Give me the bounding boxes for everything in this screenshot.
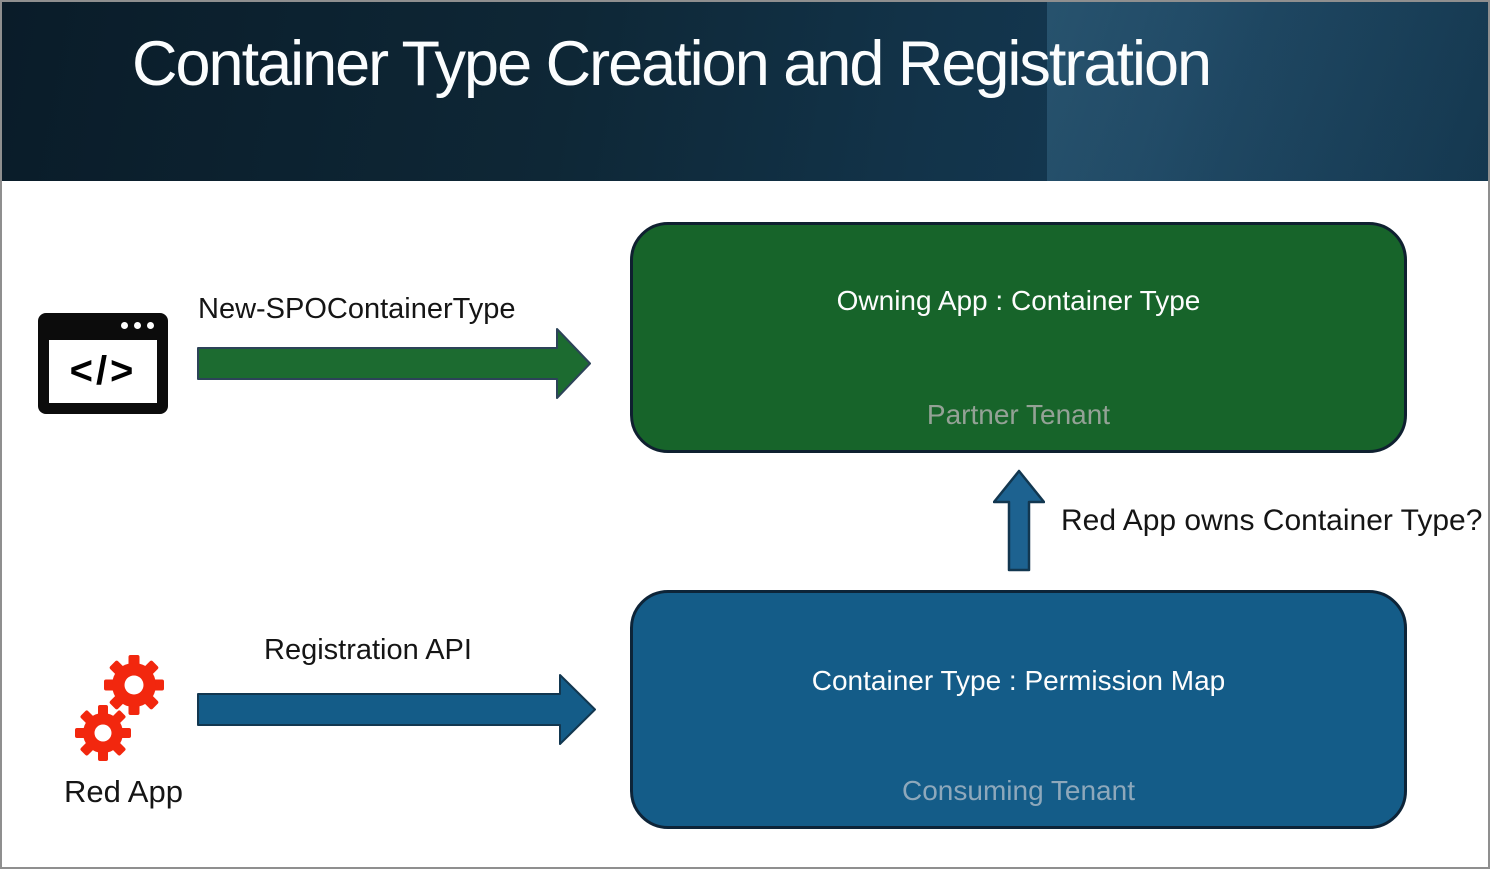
register-arrow-label: Registration API [264, 634, 472, 666]
ownership-check-arrow [993, 469, 1045, 572]
owning-box-subtitle: Partner Tenant [926, 399, 1111, 430]
red-app-label: Red App [64, 774, 183, 809]
gears-icon [75, 655, 164, 761]
code-window-icon: </> [38, 313, 168, 414]
create-arrow-label: New-SPOContainerType [198, 293, 516, 325]
create-arrow [197, 328, 591, 399]
owning-app-box: Owning App : Container Type Partner Tena… [630, 222, 1407, 453]
window-dots-icon [121, 322, 154, 329]
register-arrow [197, 674, 596, 745]
owning-box-title: Owning App : Container Type [836, 285, 1201, 316]
consuming-box-subtitle: Consuming Tenant [902, 775, 1135, 806]
consuming-tenant-box: Container Type : Permission Map Consumin… [630, 590, 1407, 829]
header-banner: Container Type Creation and Registration [2, 2, 1488, 181]
consuming-box-title: Container Type : Permission Map [811, 665, 1226, 696]
ownership-check-label: Red App owns Container Type? [1061, 504, 1483, 537]
code-glyph: </> [49, 340, 157, 403]
page-title: Container Type Creation and Registration [132, 29, 1212, 99]
header-accent-band [1047, 2, 1488, 181]
